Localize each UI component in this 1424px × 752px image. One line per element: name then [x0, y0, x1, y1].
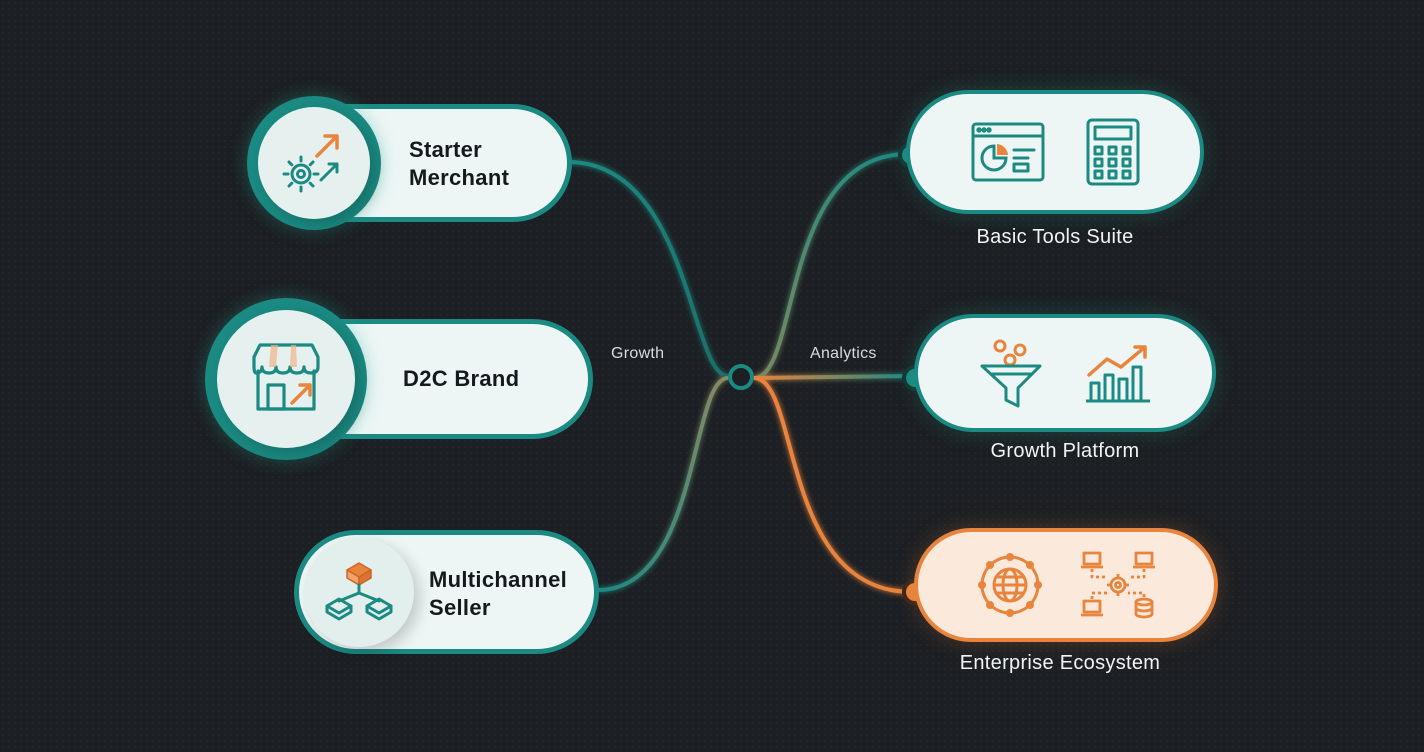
segment-d2c-brand[interactable]: D2C Brand — [205, 298, 593, 460]
integration-hub-icon — [1078, 549, 1158, 621]
segment-label: Starter Merchant — [409, 137, 510, 190]
solution-caption: Enterprise Ecosystem — [959, 652, 1161, 674]
connector-enterprise — [753, 376, 913, 594]
dashboard-window-icon — [970, 120, 1046, 184]
globe-network-icon — [974, 549, 1046, 621]
solution-caption: Basic Tools Suite — [976, 226, 1134, 248]
channel-network-icon — [319, 557, 399, 627]
solution-basic-tools-suite[interactable]: Basic Tools Suite — [898, 90, 1204, 260]
solution-growth-platform[interactable]: Growth Platform — [902, 314, 1216, 470]
connector-growth-platform — [753, 374, 913, 380]
connector-multichannel-seller — [597, 376, 729, 592]
storefront-icon — [244, 337, 328, 421]
connector-basic-tools — [753, 152, 909, 380]
funnel-icon — [978, 336, 1044, 410]
segment-multichannel-seller[interactable]: Multichannel Seller — [294, 530, 599, 654]
bar-chart-trend-icon — [1083, 341, 1153, 405]
analytics-label: Analytics — [810, 345, 877, 362]
calculator-icon — [1085, 117, 1141, 187]
segment-label: D2C Brand — [403, 366, 520, 391]
solution-enterprise-ecosystem[interactable]: Enterprise Ecosystem — [902, 528, 1218, 684]
segment-starter-merchant[interactable]: Starter Merchant — [247, 96, 572, 230]
segment-label: Multichannel Seller — [429, 567, 568, 620]
growth-gear-icon — [279, 128, 349, 198]
connector-starter-merchant — [567, 160, 729, 378]
growth-label: Growth — [611, 345, 665, 362]
solution-caption: Growth Platform — [990, 440, 1140, 462]
hub-node — [728, 364, 754, 390]
